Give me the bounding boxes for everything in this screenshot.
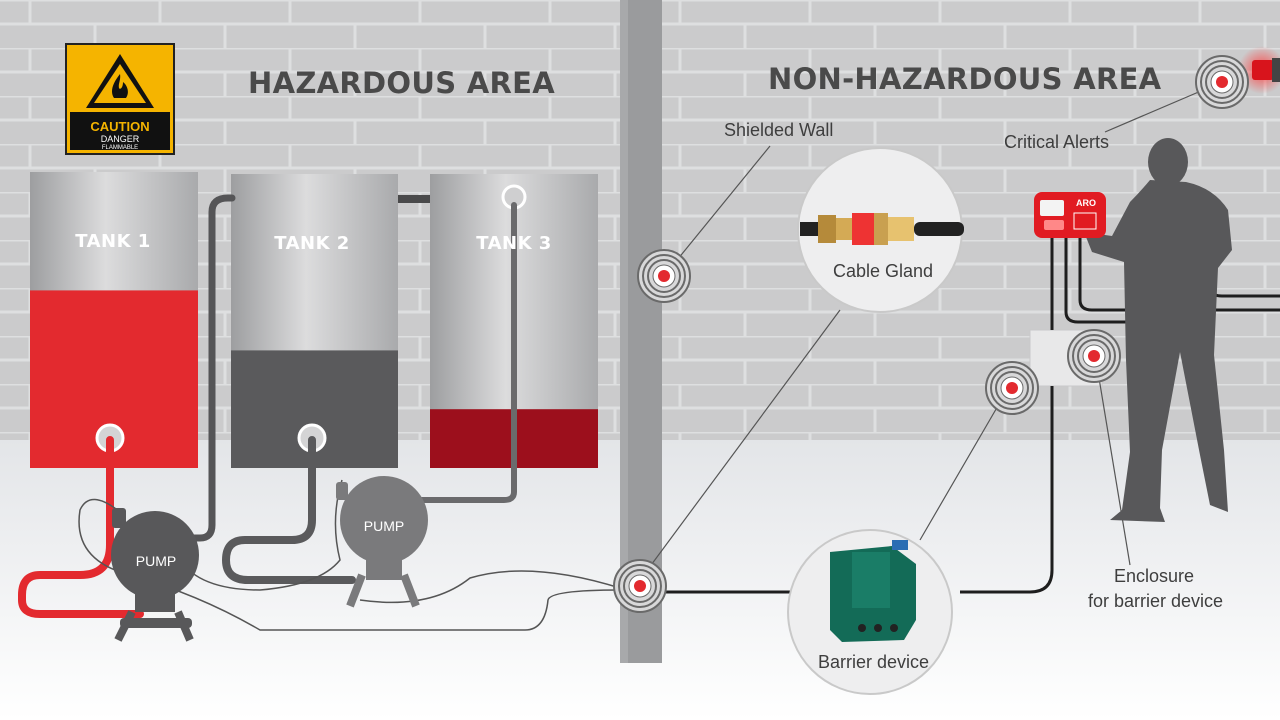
caution-line2: FLAMMABLE	[102, 145, 138, 151]
caution-title: CAUTION	[90, 119, 149, 134]
flame-icon	[112, 74, 128, 98]
pump-1-label: PUMP	[135, 553, 177, 569]
alert-beacon-target	[1195, 55, 1249, 109]
critical-alerts-label: Critical Alerts	[1004, 132, 1110, 152]
tank-2-label: TANK 2	[274, 233, 350, 254]
caution-sign: CAUTION DANGER FLAMMABLE	[65, 43, 175, 155]
operator-silhouette	[1084, 138, 1232, 522]
tank-3-label: TANK 3	[476, 233, 552, 254]
tank-connector-pipe	[398, 195, 430, 203]
tank-2	[231, 174, 398, 468]
controller-unit: ARO	[1034, 192, 1106, 238]
controller-badge: ARO	[1076, 198, 1096, 208]
sensor-targets	[613, 55, 1249, 613]
barrier-device-magnifier	[787, 529, 953, 695]
shielded-wall-label: Shielded Wall	[724, 120, 834, 140]
hazardous-area-title: HAZARDOUS AREA	[248, 66, 556, 100]
hoses	[18, 194, 517, 618]
cable-gland-magnifier	[797, 147, 964, 313]
signal-wiring	[78, 479, 621, 631]
tank-1-label: TANK 1	[75, 231, 151, 252]
barrier-device-label: Barrier device	[818, 652, 930, 672]
barrier-link-target	[985, 361, 1039, 415]
non-hazardous-area-title: NON-HAZARDOUS AREA	[768, 62, 1162, 96]
enclosure-label-line1: Enclosure	[1113, 566, 1195, 586]
shielded-wall-target	[637, 249, 691, 303]
enclosure-target	[1067, 329, 1121, 383]
caution-line1: DANGER	[101, 134, 140, 144]
tank-1	[30, 172, 198, 468]
enclosure-label-line2: for barrier device	[1088, 591, 1224, 611]
cable-gland-label: Cable Gland	[833, 261, 934, 281]
pump-1	[111, 508, 199, 642]
pump-2	[336, 476, 428, 608]
pillar-cable-target	[613, 559, 667, 613]
pump-2-label: PUMP	[363, 518, 405, 534]
